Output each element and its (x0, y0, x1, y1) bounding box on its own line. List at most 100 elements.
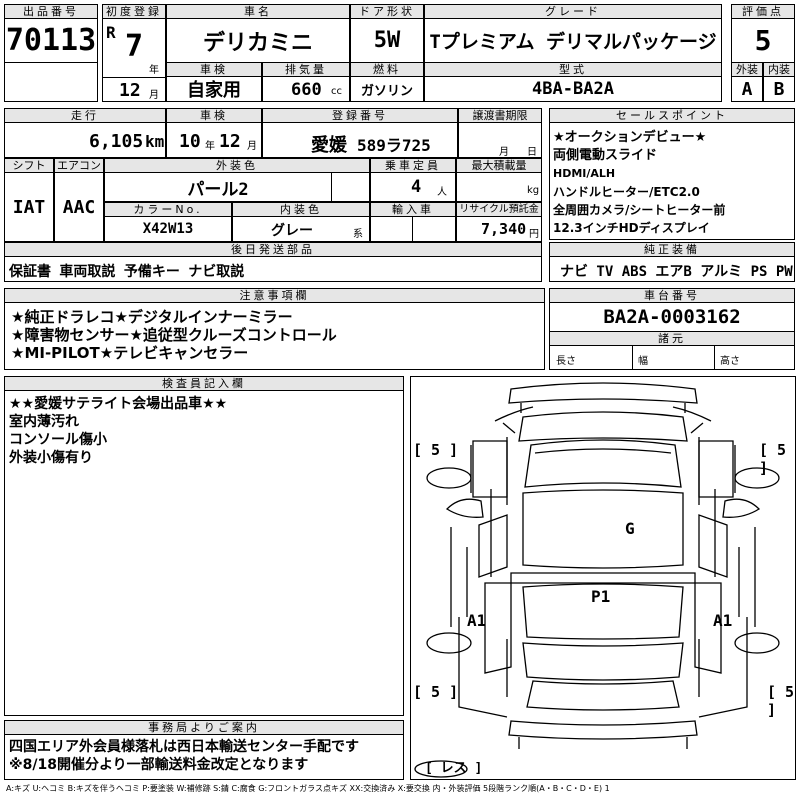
grade: Tプレミアム デリマルパッケージ (424, 18, 722, 63)
aircon-type: AAC (54, 172, 104, 242)
standard-eq-cell: ナビ TV ABS エアB アルミ PS PW (549, 256, 795, 282)
plate-cell: 愛媛 589ラ725 (262, 122, 458, 158)
sales-points: ★オークションデビュー★ 両側電動スライド HDMI/ALH ハンドルヒーター/… (549, 122, 795, 240)
tread-front-left: [ 5 ] (413, 441, 459, 459)
interior-score-header: 内装 (763, 62, 795, 77)
mileage-header: 走行 (4, 108, 166, 123)
capacity-cell: 4 人 (370, 172, 456, 202)
transfer-day-unit: 日 (527, 147, 537, 158)
shift-type: IAT (4, 172, 54, 242)
inspector-cell: ★★愛媛サテライト会場出品車★★ 室内薄汚れ コンソール傷小 外装小傷有り (4, 390, 404, 716)
inspection-year-unit: 年 (205, 141, 215, 152)
inspection-cell: 10 年 12 月 (166, 122, 262, 158)
inspector-note: ★★愛媛サテライト会場出品車★★ (9, 396, 228, 412)
sales-point-item: 両側電動スライド (553, 148, 658, 163)
chassis-header: 車台番号 (549, 288, 795, 303)
notes-cell: ★純正ドラレコ★デジタルインナーミラー ★障害物センサー★追従型クルーズコントロ… (4, 302, 545, 370)
chassis-number: BA2A-0003162 (549, 302, 795, 332)
dimension-divider (632, 346, 633, 369)
interior-color: グレー (271, 223, 313, 239)
first-registration-header: 初度登録 (102, 4, 166, 19)
notes-header: 注意事項欄 (4, 288, 545, 303)
fuel-header: 燃料 (350, 62, 424, 77)
dimension-length: 長さ (556, 356, 576, 367)
interior-color-suffix: 系 (353, 229, 363, 240)
sales-points-header: セールスポイント (549, 108, 795, 123)
inspector-note: 室内薄汚れ (9, 414, 79, 430)
car-name-header: 車名 (166, 4, 350, 19)
transfer-cell: 月 日 (458, 122, 542, 158)
door-header: ドア形状 (350, 4, 424, 19)
note-item: ★MI-PILOT★テレビキャンセラー (11, 344, 249, 362)
inspection-month: 12 (219, 131, 241, 152)
standard-equipment: ナビ TV ABS エアB アルミ PS PW (560, 264, 793, 280)
damage-mark-left: A1 (467, 611, 487, 630)
aircon-header: エアコン (54, 158, 104, 173)
overall-score: 5 (731, 18, 795, 63)
capacity: 4 (411, 177, 422, 197)
registration-month-unit: 月 (149, 90, 159, 101)
displacement: 660 (291, 80, 322, 100)
fuel-type: ガソリン (350, 76, 424, 102)
dimensions-cell: 長さ 幅 高さ (549, 345, 795, 370)
exterior-score: A (731, 76, 763, 102)
import-header: 輸入車 (370, 202, 456, 217)
note-item: ★障害物センサー★追従型クルーズコントロール (11, 326, 337, 344)
office-notice-header: 事務局よりご案内 (4, 720, 404, 735)
car-outline-icon (414, 382, 780, 778)
int-color-cell: グレー 系 (232, 216, 370, 242)
max-load-cell: kg (456, 172, 542, 202)
standard-eq-header: 純正装備 (549, 242, 795, 257)
first-registration-month-cell: 12 月 (102, 77, 166, 102)
later-parts: 保証書 車両取説 予備キー ナビ取説 (9, 264, 245, 280)
later-parts-header: 後日発送部品 (4, 242, 542, 257)
tread-rear-right: [ 5 ] (767, 683, 795, 719)
door-type: 5W (350, 18, 424, 63)
office-notice-cell: 四国エリア外会員様落札は西日本輸送センター手配です ※8/18開催分より一部輸送… (4, 734, 404, 780)
int-color-header: 内装色 (232, 202, 370, 217)
sales-point-item: 12.3インチHDディスプレイ (553, 221, 710, 235)
recycle-unit: 円 (529, 229, 539, 240)
registration-year: 7 (125, 29, 144, 64)
lot-number-blank (4, 62, 98, 102)
dimension-height: 高さ (720, 356, 740, 367)
legend-text: A:キズ U:ヘコミ B:キズを伴うヘコミ P:要塗装 W:補修跡 S:錆 C:… (6, 784, 610, 793)
dimension-divider (714, 346, 715, 369)
displacement-cell: 660 cc (262, 76, 350, 102)
plate-number: 589ラ725 (357, 136, 431, 155)
damage-mark-right: A1 (713, 611, 733, 630)
registration-era: R (106, 23, 116, 42)
inspection-month-unit: 月 (247, 141, 257, 152)
displacement-header: 排気量 (262, 62, 350, 77)
max-load-header: 最大積載量 (456, 158, 542, 173)
inspection-header: 車検 (166, 108, 262, 123)
ext-color-blank (331, 172, 370, 202)
mileage-unit: km (145, 132, 165, 151)
dimension-width: 幅 (638, 356, 648, 367)
sales-point-item: ★オークションデビュー★ (553, 130, 707, 145)
sales-point-item: HDMI/ALH (553, 167, 616, 180)
later-parts-cell: 保証書 車両取説 予備キー ナビ取説 (4, 256, 542, 282)
color-no-header: カラーNo. (104, 202, 232, 217)
exterior-color: パール2 (104, 172, 332, 202)
recycle-header: リサイクル預託金 (456, 202, 542, 217)
inspector-header: 検査員記入欄 (4, 376, 404, 391)
car-history: 自家用 (166, 76, 262, 102)
tread-rear-left: [ 5 ] (413, 683, 459, 701)
displacement-unit: cc (331, 86, 342, 97)
note-item: ★純正ドラレコ★デジタルインナーミラー (11, 308, 293, 326)
inspector-note: 外装小傷有り (9, 450, 93, 466)
plate-region: 愛媛 (311, 135, 347, 156)
capacity-header: 乗車定員 (370, 158, 456, 173)
lot-number: 70113 (4, 18, 98, 63)
office-notice-line: ※8/18開催分より一部輸送料金改定となります (9, 757, 309, 773)
import-blank-divider (412, 216, 456, 242)
registration-month: 12 (119, 80, 141, 101)
color-number: X42W13 (104, 216, 232, 242)
recycle-fee: 7,340 (481, 220, 527, 238)
transfer-month-unit: 月 (499, 147, 509, 158)
sales-point-item: ハンドルヒーター/ETC2.0 (553, 185, 700, 199)
recycle-cell: 7,340 円 (456, 216, 542, 242)
mileage: 6,105 (89, 131, 144, 152)
exterior-score-header: 外装 (731, 62, 763, 77)
